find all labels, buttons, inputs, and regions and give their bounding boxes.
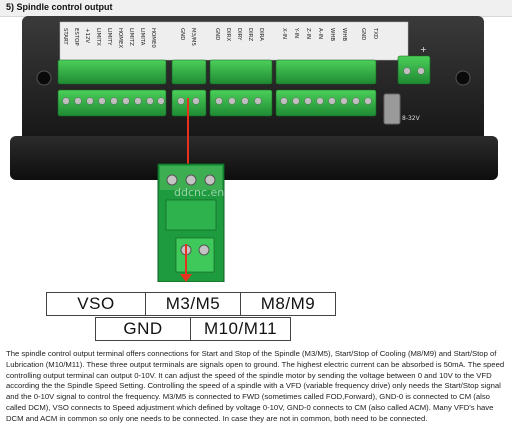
- label-dirx: DIRX: [225, 28, 231, 41]
- label-group-right: X-IN Y-IN Z-IN A-IN WHB WHB GND TXD: [281, 27, 378, 41]
- pin-m10m11: M10/M11: [190, 317, 291, 341]
- watermark: ddcnc.en.built: [174, 186, 253, 199]
- terminal-row-top: [57, 59, 377, 85]
- pin-m3m5: M3/M5: [145, 292, 241, 316]
- pin-gnd: GND: [95, 317, 191, 341]
- enclosure-lower: [10, 136, 498, 180]
- label-yin: Y-IN: [293, 27, 299, 38]
- label-whb-b: WHB: [341, 28, 347, 41]
- controller-board-photo: START ESTOP +12V LIMITX LIMITY HOMEX LIM…: [10, 16, 498, 282]
- power-connector: [397, 55, 431, 85]
- label-gnd-b: GND: [214, 28, 220, 40]
- label-zin: Z-IN: [305, 28, 311, 39]
- label-limity: LIMITY: [106, 28, 112, 46]
- label-ain: A-IN: [317, 28, 323, 39]
- label-whb-a: WHB: [329, 28, 335, 41]
- label-dirz: DIRZ: [247, 28, 253, 41]
- label-diry: DIRY: [236, 28, 242, 41]
- plus-sign: +: [420, 45, 427, 54]
- label-dira: DIRA: [258, 28, 264, 41]
- label-strip: [59, 21, 409, 61]
- label-limita: LIMITA: [139, 28, 145, 46]
- label-limitx: LIMITX: [95, 28, 101, 46]
- section-title: 5) Spindle control output: [6, 2, 113, 12]
- section-header: 5) Spindle control output: [0, 0, 512, 17]
- label-homex: HOMEX: [117, 28, 123, 48]
- power-label: 8-32V: [402, 115, 421, 122]
- label-estop: ESTOP: [73, 28, 79, 46]
- arrow-head-icon: [180, 274, 192, 282]
- label-12v: +12V: [84, 28, 90, 43]
- label-gnd-a: GND: [179, 28, 185, 40]
- label-xin: X-IN: [281, 28, 287, 39]
- screw-hole: [455, 70, 471, 86]
- terminal-screws: [62, 97, 372, 105]
- usb-port: [383, 93, 401, 125]
- label-group-left: START ESTOP +12V LIMITX LIMITY HOMEX LIM…: [62, 28, 156, 48]
- pin-vso: VSO: [46, 292, 146, 316]
- pin-m8m9: M8/M9: [240, 292, 336, 316]
- label-limitz: LIMITZ: [128, 28, 134, 46]
- label-txd: TXD: [372, 27, 378, 39]
- screw-hole: [36, 70, 52, 86]
- label-start: START: [62, 28, 68, 45]
- label-m3m5: M3/M5: [190, 28, 196, 46]
- description-paragraph: The spindle control output terminal offe…: [6, 349, 505, 423]
- label-gnd-c: GND: [360, 28, 366, 40]
- pin-mapping-table: VSO M3/M5 M8/M9 GND M10/M11: [0, 287, 512, 343]
- label-group-mid: GND M3/M5 GND DIRX DIRY DIRZ DIRA: [179, 28, 264, 46]
- label-home0: HOME0: [150, 28, 156, 48]
